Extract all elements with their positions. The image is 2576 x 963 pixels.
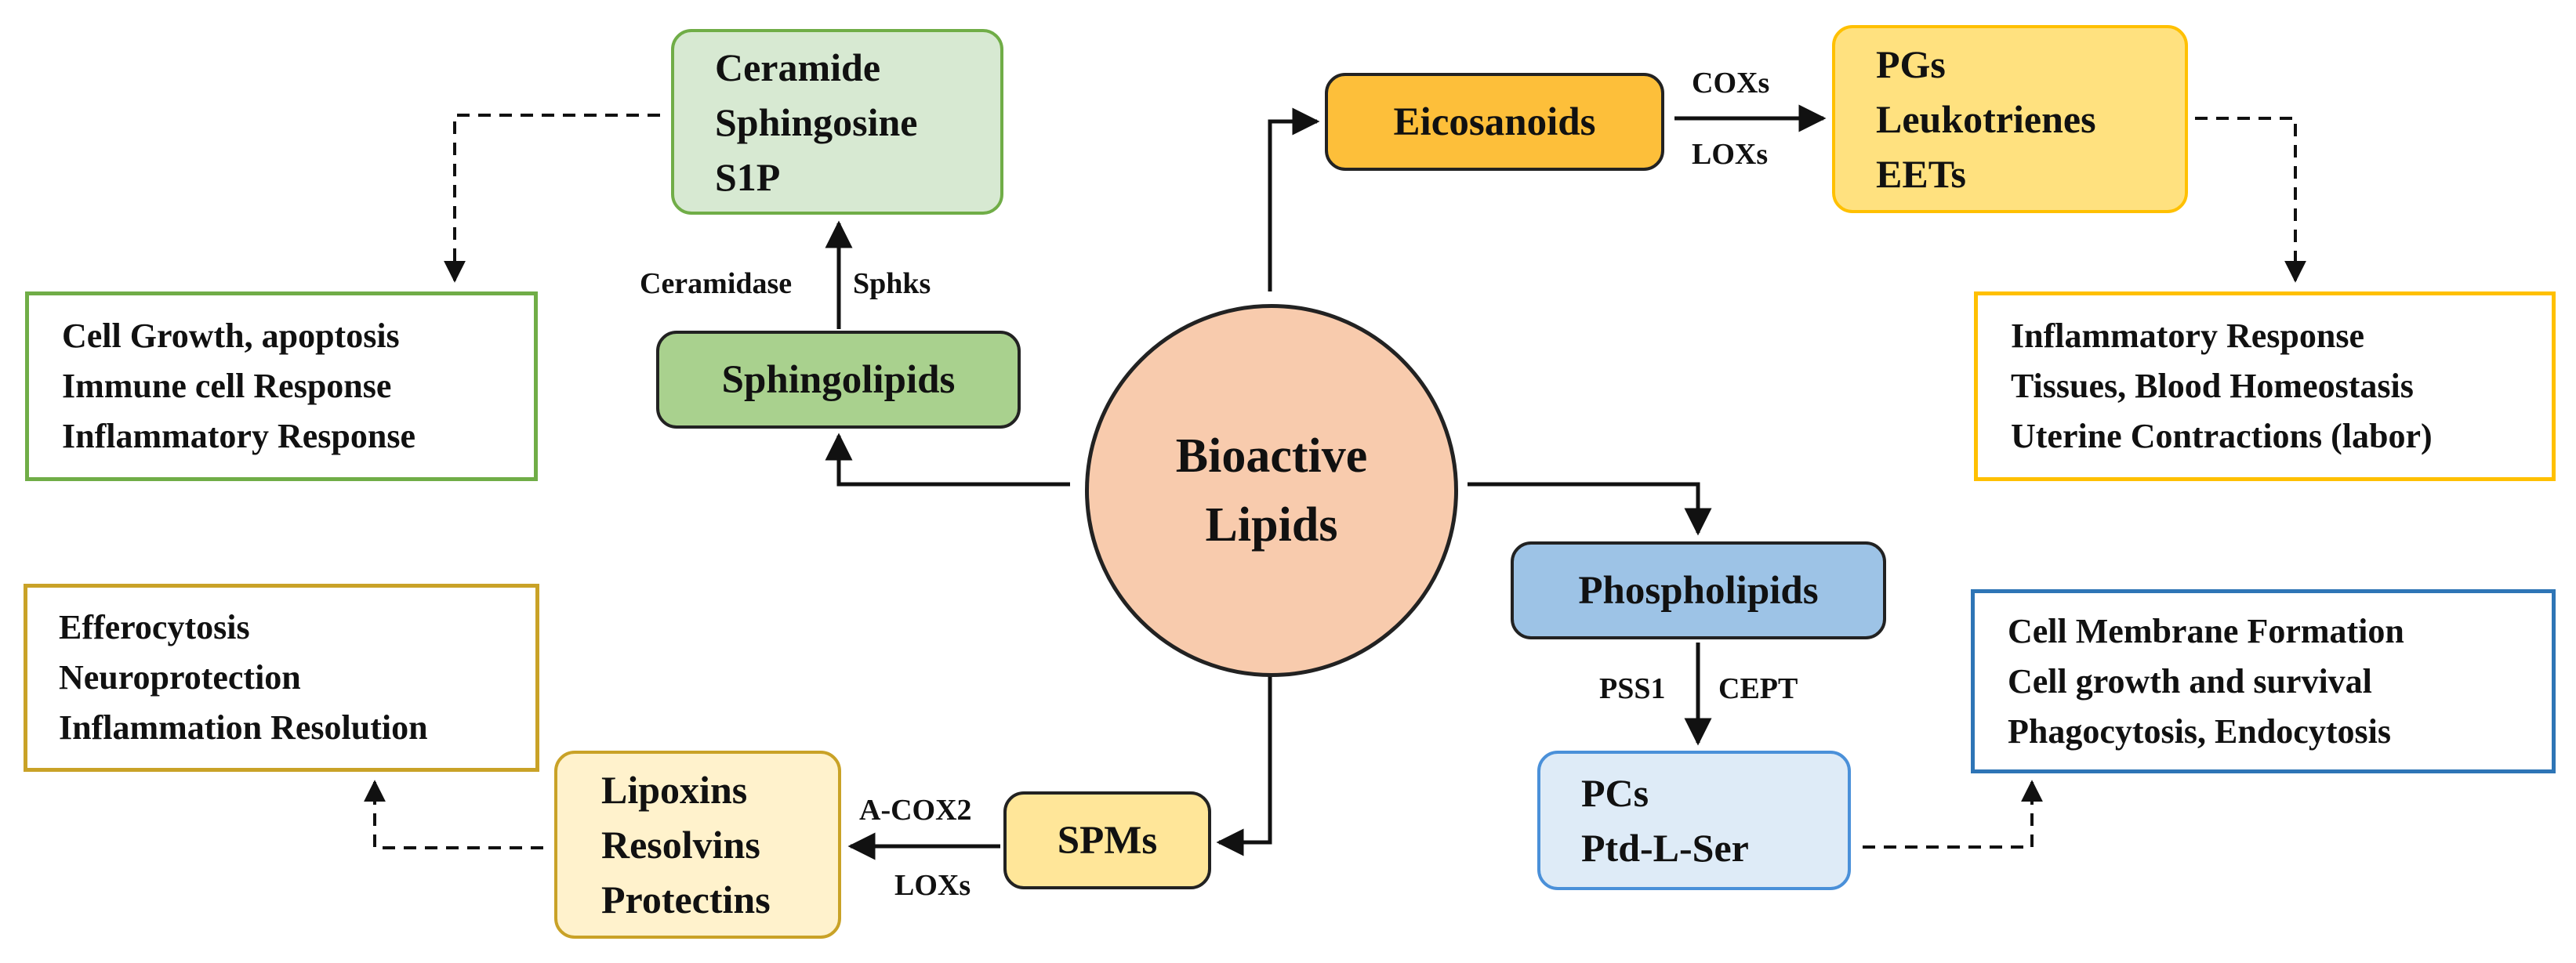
center-label-line2: Lipids: [1205, 498, 1338, 552]
enzyme-coxs: COXs: [1692, 67, 1770, 100]
product-pgs: PGs: [1876, 42, 1946, 86]
phospholipid-effects-box: Cell Membrane Formation Cell growth and …: [1971, 589, 2556, 773]
phospholipid-products-node: PCs Ptd-L-Ser: [1537, 751, 1851, 890]
dashed-arrow-pgs-to-effects: [2195, 117, 2306, 283]
product-protectins: Protectins: [601, 878, 771, 921]
enzyme-pss1: PSS1: [1599, 672, 1666, 705]
effect-item: Uterine Contractions (labor): [2011, 417, 2433, 455]
spms-label: SPMs: [1057, 818, 1158, 863]
center-label-line1: Bioactive: [1175, 429, 1368, 483]
spm-effects-box: Efferocytosis Neuroprotection Inflammati…: [24, 584, 539, 772]
enzyme-ceramidase: Ceramidase: [640, 267, 793, 300]
effect-item: Neuroprotection: [59, 658, 301, 697]
enzyme-sphks: Sphks: [853, 267, 931, 300]
enzyme-cept: CEPT: [1718, 672, 1798, 705]
spms-node: SPMs: [1003, 791, 1211, 889]
eicosanoids-label: Eicosanoids: [1393, 100, 1596, 144]
product-pcs: PCs: [1581, 771, 1649, 815]
effect-item: Cell Membrane Formation: [2008, 611, 2404, 650]
dashed-arrow-pcs-to-effects: [1863, 780, 2043, 849]
eicosanoid-effects-box: Inflammatory Response Tissues, Blood Hom…: [1974, 291, 2556, 481]
sphingolipids-label: Sphingolipids: [721, 357, 956, 402]
bioactive-lipids-node: Bioactive Lipids: [1085, 304, 1458, 677]
arrow-center-to-sphingolipids: [825, 433, 1070, 487]
enzyme-a-cox2: A-COX2: [859, 794, 972, 827]
arrow-center-to-eicosanoids: [1268, 107, 1320, 291]
product-lipoxins: Lipoxins: [601, 768, 748, 812]
phospholipids-label: Phospholipids: [1578, 568, 1819, 613]
effect-item: Phagocytosis, Endocytosis: [2008, 711, 2391, 751]
arrow-center-to-phospholipids: [1468, 482, 1712, 536]
phospholipids-node: Phospholipids: [1511, 541, 1886, 639]
spm-products-node: Lipoxins Resolvins Protectins: [554, 751, 841, 939]
enzyme-loxs: LOXs: [1692, 138, 1769, 171]
effect-item: Inflammatory Response: [62, 417, 415, 455]
effect-item: Cell growth and survival: [2008, 661, 2372, 701]
sphingolipids-node: Sphingolipids: [656, 331, 1021, 429]
product-ceramide: Ceramide: [715, 45, 881, 89]
product-sphingosine: Sphingosine: [715, 100, 918, 144]
dashed-arrow-lipoxins-to-effects: [364, 780, 543, 849]
effect-item: Inflammatory Response: [2011, 317, 2364, 355]
sphingolipid-products-node: Ceramide Sphingosine S1P: [671, 29, 1003, 215]
product-resolvins: Resolvins: [601, 823, 760, 867]
enzyme-loxs-spm: LOXs: [894, 869, 971, 902]
sphingolipid-effects-box: Cell Growth, apoptosis Immune cell Respo…: [25, 291, 538, 481]
product-eets: EETs: [1876, 152, 1966, 196]
effect-item: Tissues, Blood Homeostasis: [2011, 367, 2414, 405]
product-leukotrienes: Leukotrienes: [1876, 97, 2096, 141]
effect-item: Cell Growth, apoptosis: [62, 317, 400, 355]
effect-item: Immune cell Response: [62, 367, 392, 405]
eicosanoids-node: Eicosanoids: [1325, 73, 1664, 171]
eicosanoid-products-node: PGs Leukotrienes EETs: [1832, 25, 2188, 213]
dashed-arrow-ceramide-to-effects: [444, 114, 660, 283]
arrow-center-to-spms: [1216, 672, 1272, 856]
product-s1p: S1P: [715, 154, 781, 199]
product-ptd-l-ser: Ptd-L-Ser: [1581, 826, 1749, 870]
effect-item: Efferocytosis: [59, 608, 250, 646]
effect-item: Inflammation Resolution: [59, 708, 428, 747]
